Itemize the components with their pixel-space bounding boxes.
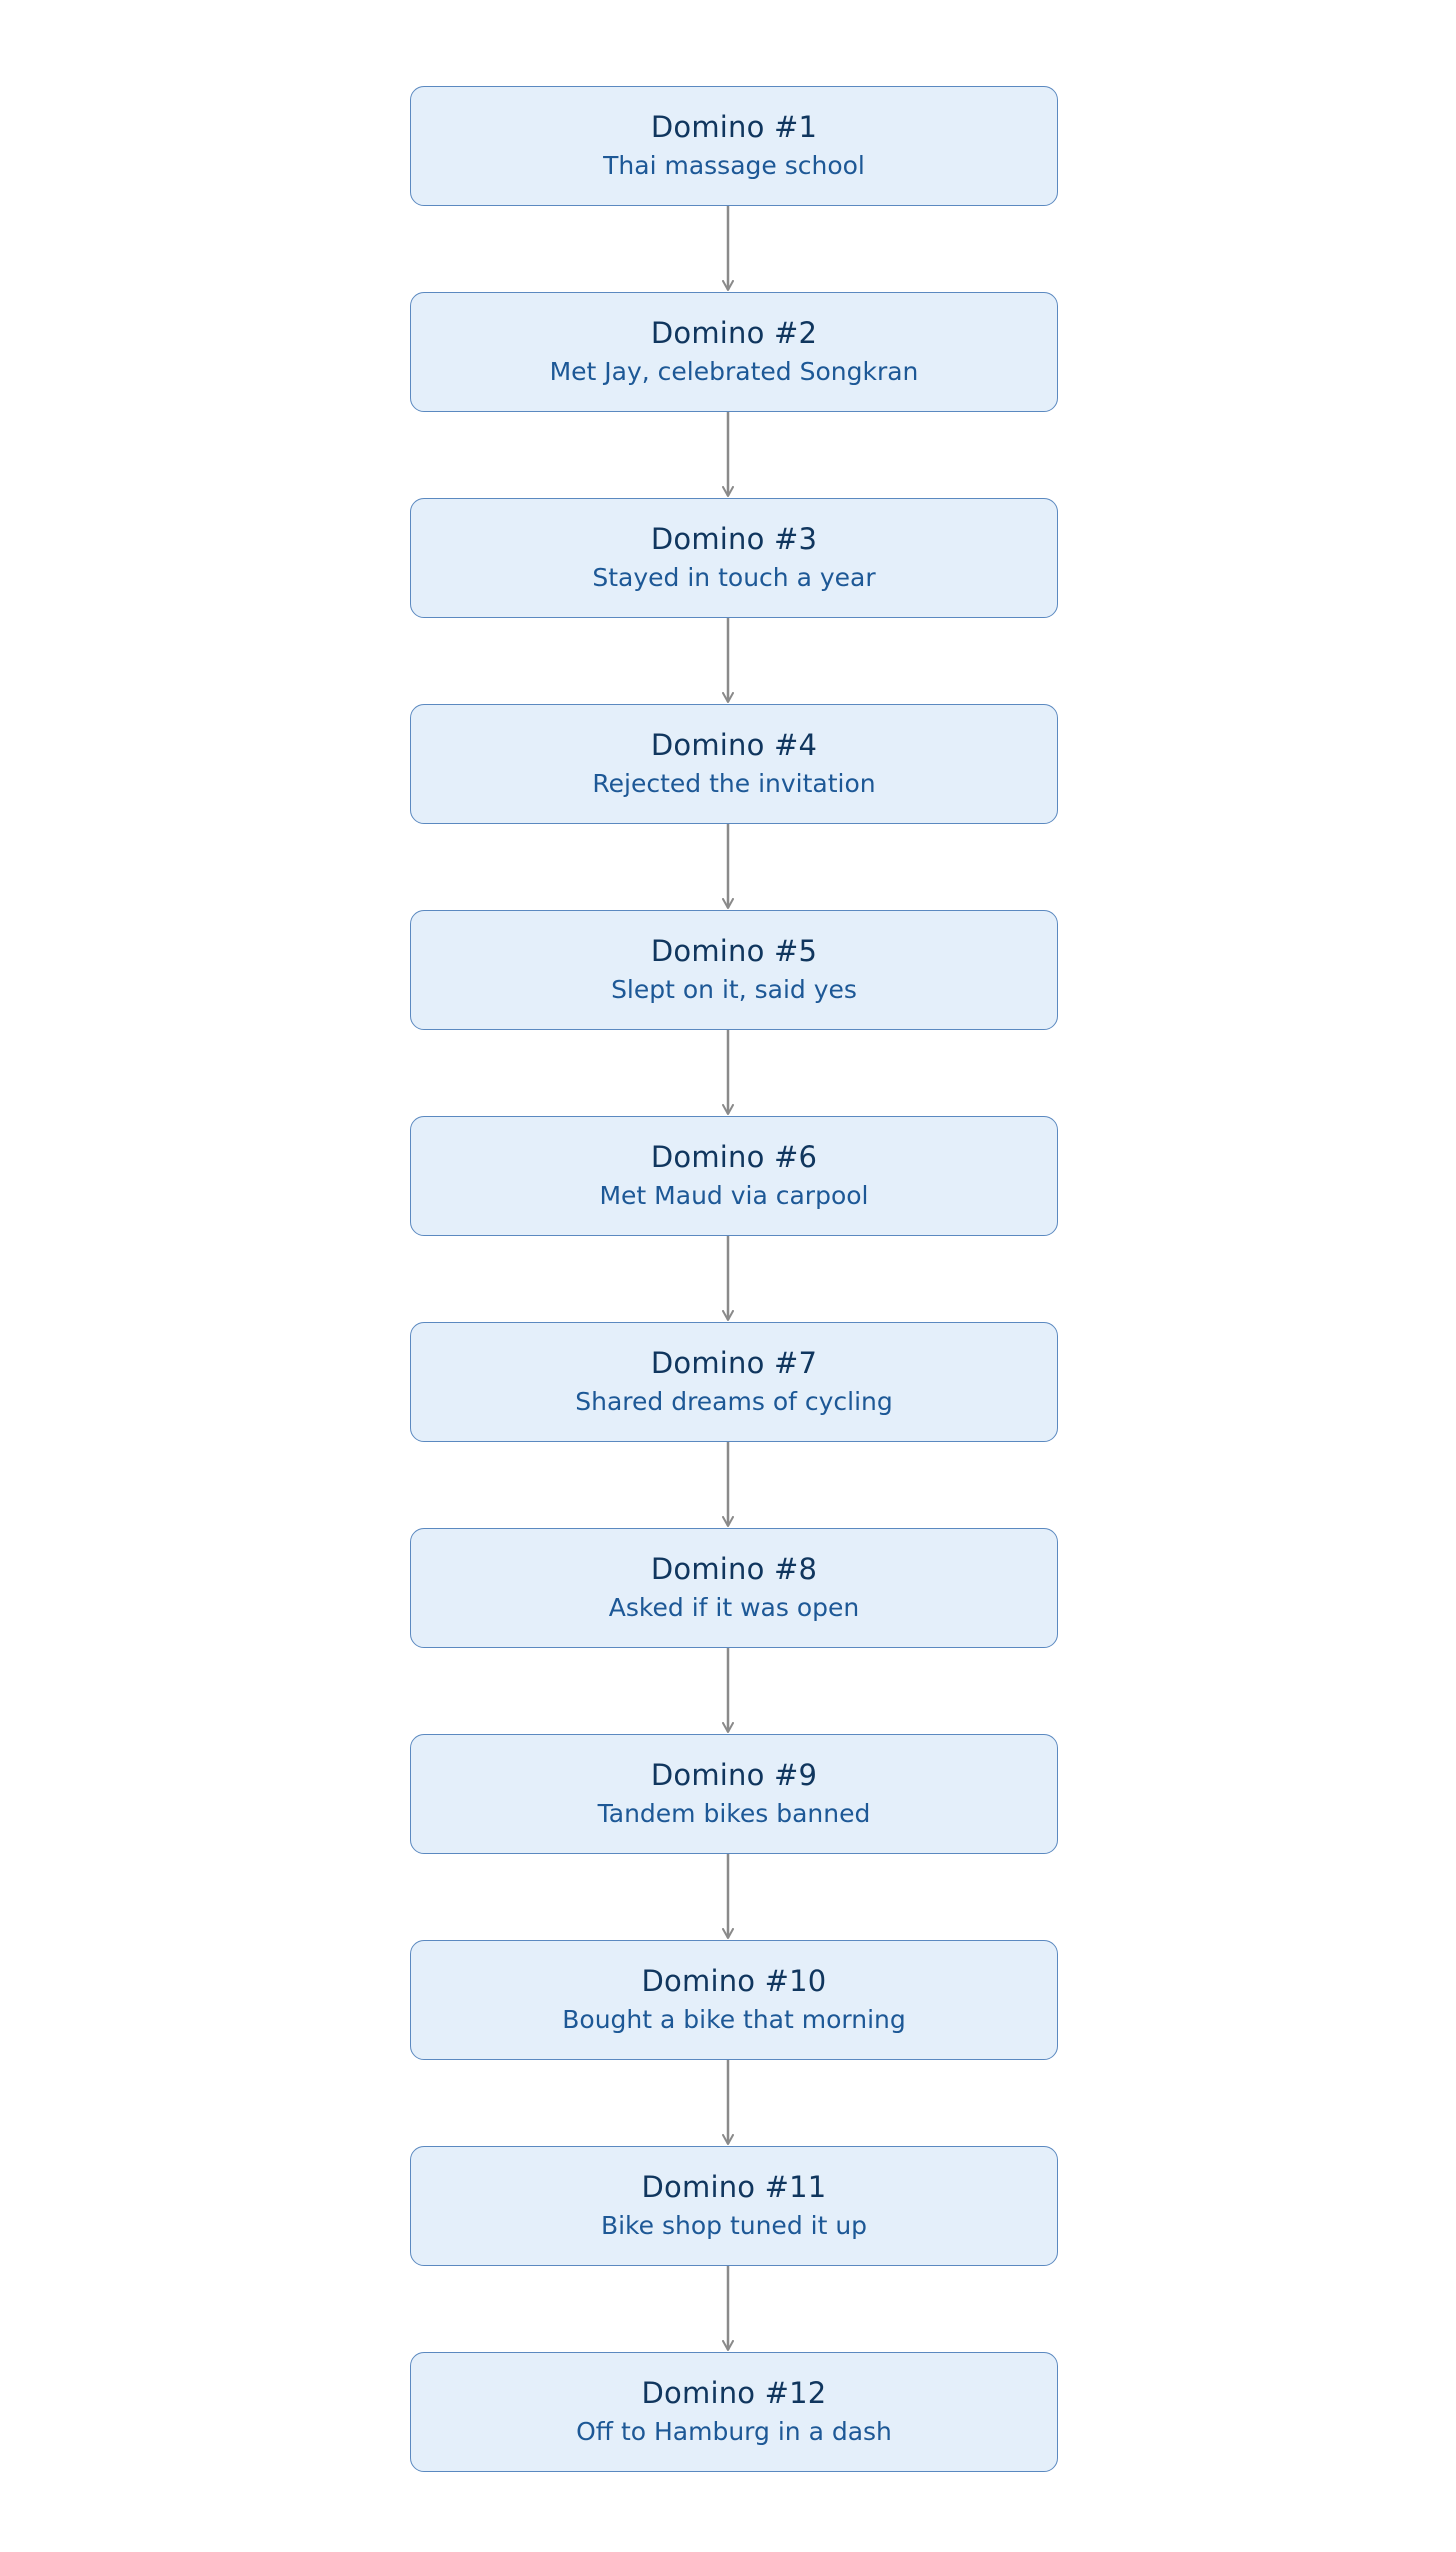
domino-title: Domino #10 — [641, 1964, 827, 1998]
domino-title: Domino #2 — [650, 316, 818, 350]
domino-subtitle: Thai massage school — [603, 151, 865, 180]
domino-title: Domino #1 — [650, 110, 818, 144]
domino-subtitle: Bought a bike that morning — [562, 2005, 906, 2034]
domino-node-1: Domino #1 Thai massage school — [410, 86, 1058, 206]
domino-title: Domino #12 — [641, 2376, 827, 2410]
domino-node-9: Domino #9 Tandem bikes banned — [410, 1734, 1058, 1854]
domino-node-8: Domino #8 Asked if it was open — [410, 1528, 1058, 1648]
domino-subtitle: Shared dreams of cycling — [575, 1387, 893, 1416]
domino-subtitle: Rejected the invitation — [592, 769, 876, 798]
domino-subtitle: Met Jay, celebrated Songkran — [549, 357, 919, 386]
domino-subtitle: Stayed in touch a year — [592, 563, 876, 592]
domino-node-2: Domino #2 Met Jay, celebrated Songkran — [410, 292, 1058, 412]
domino-node-7: Domino #7 Shared dreams of cycling — [410, 1322, 1058, 1442]
domino-title: Domino #3 — [650, 522, 818, 556]
domino-title: Domino #4 — [650, 728, 818, 762]
domino-title: Domino #8 — [650, 1552, 818, 1586]
domino-title: Domino #6 — [650, 1140, 818, 1174]
domino-node-6: Domino #6 Met Maud via carpool — [410, 1116, 1058, 1236]
domino-subtitle: Bike shop tuned it up — [600, 2211, 868, 2240]
domino-subtitle: Off to Hamburg in a dash — [576, 2417, 892, 2446]
domino-subtitle: Asked if it was open — [608, 1593, 860, 1622]
domino-node-4: Domino #4 Rejected the invitation — [410, 704, 1058, 824]
domino-subtitle: Slept on it, said yes — [611, 975, 857, 1004]
domino-title: Domino #5 — [650, 934, 818, 968]
domino-title: Domino #11 — [641, 2170, 827, 2204]
domino-title: Domino #9 — [650, 1758, 818, 1792]
domino-subtitle: Met Maud via carpool — [599, 1181, 869, 1210]
domino-node-5: Domino #5 Slept on it, said yes — [410, 910, 1058, 1030]
domino-node-3: Domino #3 Stayed in touch a year — [410, 498, 1058, 618]
domino-title: Domino #7 — [650, 1346, 818, 1380]
domino-subtitle: Tandem bikes banned — [597, 1799, 871, 1828]
